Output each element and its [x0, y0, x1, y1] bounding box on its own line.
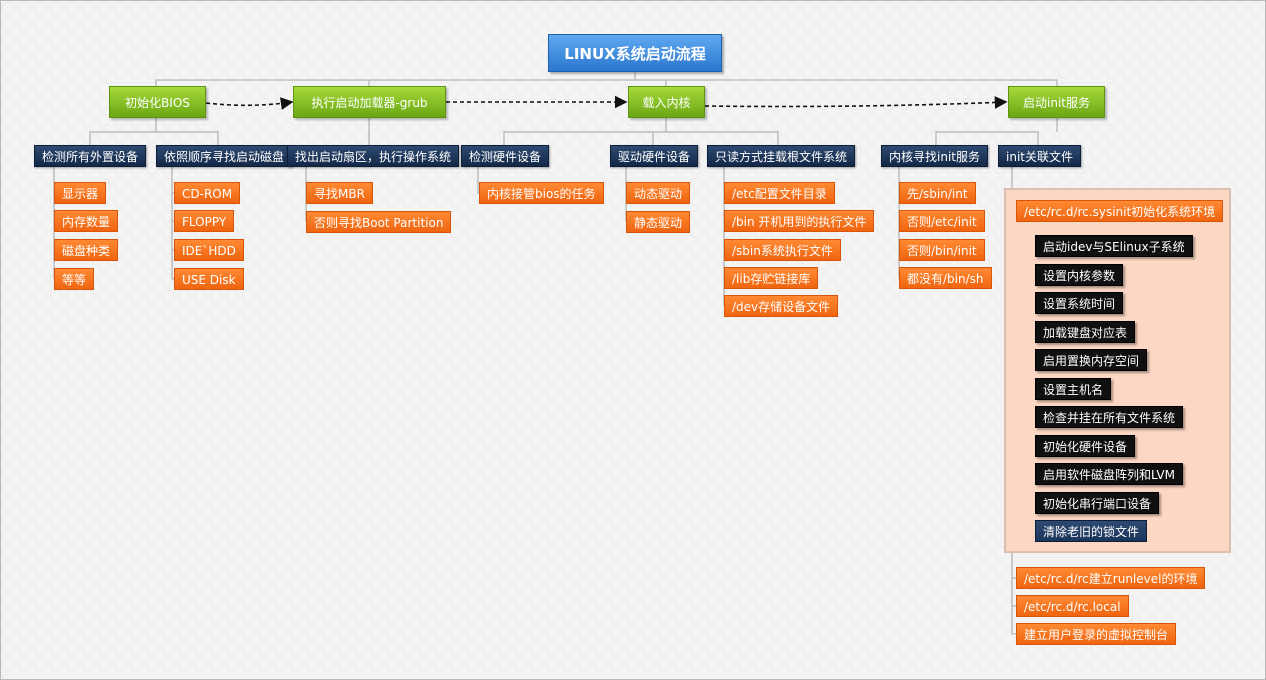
bios-detect-node[interactable]: 检测所有外置设备	[34, 145, 147, 167]
rootfs-dir-item[interactable]: /lib存贮链接库	[724, 267, 819, 289]
grub-find-item[interactable]: 否则寻找Boot Partition	[306, 211, 452, 233]
init-path-item[interactable]: 都没有/bin/sh	[899, 267, 992, 289]
boot-device-item[interactable]: FLOPPY	[174, 210, 235, 232]
driver-item[interactable]: 动态驱动	[626, 182, 691, 204]
driver-item[interactable]: 静态驱动	[626, 211, 691, 233]
stage-init[interactable]: 启动init服务	[1008, 86, 1105, 118]
bios-detect-item[interactable]: 等等	[54, 268, 95, 290]
rootfs-dir-item[interactable]: /sbin系统执行文件	[724, 239, 841, 261]
sysinit-node[interactable]: /etc/rc.d/rc.sysinit初始化系统环境	[1016, 200, 1224, 222]
init-find-node[interactable]: 内核寻找init服务	[881, 145, 988, 167]
kernel-detect-item[interactable]: 内核接管bios的任务	[479, 182, 604, 204]
sysinit-step[interactable]: 设置主机名	[1035, 378, 1112, 400]
rootfs-dir-item[interactable]: /bin 开机用到的执行文件	[724, 210, 875, 232]
sysinit-step[interactable]: 启用软件磁盘阵列和LVM	[1035, 463, 1183, 485]
init-path-item[interactable]: 否则/bin/init	[899, 239, 985, 261]
stage-bios[interactable]: 初始化BIOS	[109, 86, 206, 118]
grub-find-node[interactable]: 找出启动扇区，执行操作系统	[287, 145, 460, 167]
init-file-item[interactable]: 建立用户登录的虚拟控制台	[1016, 623, 1177, 645]
diagram-title[interactable]: LINUX系统启动流程	[548, 34, 722, 72]
bios-detect-item[interactable]: 磁盘种类	[54, 239, 119, 261]
rootfs-dir-item[interactable]: /etc配置文件目录	[724, 182, 835, 204]
init-file-item[interactable]: /etc/rc.d/rc建立runlevel的环境	[1016, 567, 1206, 589]
sysinit-step[interactable]: 初始化串行端口设备	[1035, 492, 1160, 514]
bios-detect-item[interactable]: 显示器	[54, 182, 107, 204]
kernel-detect-node[interactable]: 检测硬件设备	[461, 145, 550, 167]
sysinit-step[interactable]: 初始化硬件设备	[1035, 435, 1136, 457]
rootfs-dir-item[interactable]: /dev存储设备文件	[724, 295, 839, 317]
sysinit-step[interactable]: 设置系统时间	[1035, 292, 1124, 314]
init-files-node[interactable]: init关联文件	[998, 145, 1081, 167]
sysinit-step[interactable]: 启用置换内存空间	[1035, 349, 1148, 371]
stage-grub[interactable]: 执行启动加载器-grub	[293, 86, 446, 118]
sysinit-step[interactable]: 检查并挂在所有文件系统	[1035, 406, 1184, 428]
kernel-mount-node[interactable]: 只读方式挂载根文件系统	[707, 145, 856, 167]
sysinit-step[interactable]: 启动idev与SElinux子系统	[1035, 235, 1193, 257]
sysinit-step[interactable]: 加载键盘对应表	[1035, 321, 1136, 343]
boot-device-item[interactable]: CD-ROM	[174, 182, 241, 204]
grub-find-item[interactable]: 寻找MBR	[306, 182, 373, 204]
boot-device-item[interactable]: IDE`HDD	[174, 239, 244, 261]
bios-boot-order-node[interactable]: 依照顺序寻找启动磁盘	[156, 145, 293, 167]
init-file-item[interactable]: /etc/rc.d/rc.local	[1016, 595, 1129, 617]
kernel-drivers-node[interactable]: 驱动硬件设备	[610, 145, 699, 167]
boot-device-item[interactable]: USE Disk	[174, 268, 244, 290]
init-path-item[interactable]: 否则/etc/init	[899, 210, 985, 232]
init-path-item[interactable]: 先/sbin/int	[899, 182, 976, 204]
stage-kernel[interactable]: 载入内核	[628, 86, 705, 118]
sysinit-step[interactable]: 清除老旧的锁文件	[1035, 520, 1148, 542]
bios-detect-item[interactable]: 内存数量	[54, 210, 119, 232]
sysinit-step[interactable]: 设置内核参数	[1035, 264, 1124, 286]
